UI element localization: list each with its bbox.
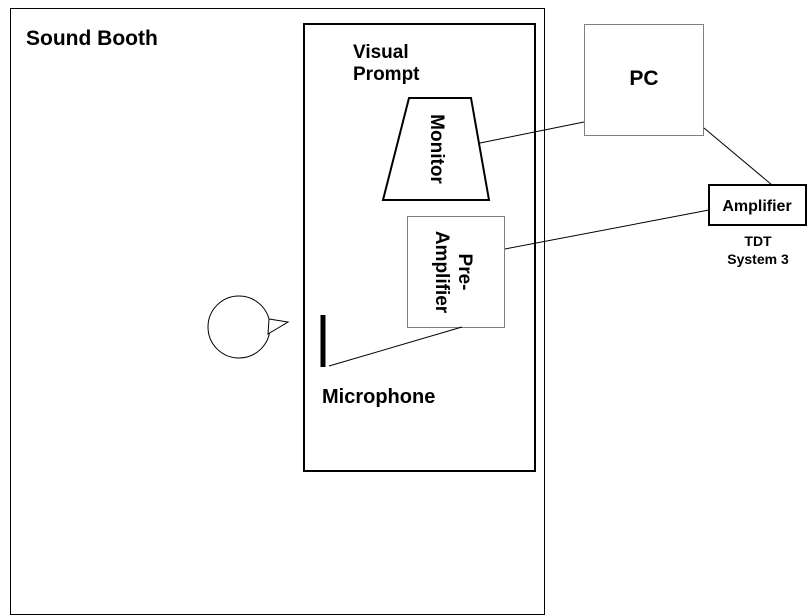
tdt-label-line2: System 3 <box>727 251 789 267</box>
pre-amplifier-label-line2: Amplifier <box>431 231 452 314</box>
tdt-label-line1: TDT <box>744 233 772 249</box>
connector-monitor-pc <box>479 121 585 144</box>
microphone-label: Microphone <box>322 386 435 408</box>
visual-prompt-label-line1: Visual <box>353 42 409 63</box>
listener-nose <box>267 318 290 335</box>
sound-booth-label: Sound Booth <box>26 27 158 50</box>
monitor-shape <box>381 97 491 201</box>
monitor-label: Monitor <box>426 114 447 184</box>
visual-prompt-label-line2: Prompt <box>353 64 420 85</box>
connector-preamp-amplifier <box>504 209 710 250</box>
visual-prompt-enclosure <box>303 23 536 472</box>
pre-amplifier-box <box>407 216 505 328</box>
pc-label: PC <box>629 67 658 90</box>
amplifier-label: Amplifier <box>722 198 791 215</box>
amplifier-box <box>708 184 807 226</box>
pre-amplifier-label-line1: Pre- <box>454 254 475 291</box>
connector-microphone-preamp <box>328 326 463 367</box>
listener-head <box>207 295 271 359</box>
sound-booth-box <box>10 8 545 615</box>
connector-pc-amplifier <box>703 127 773 186</box>
pc-box <box>584 24 704 136</box>
